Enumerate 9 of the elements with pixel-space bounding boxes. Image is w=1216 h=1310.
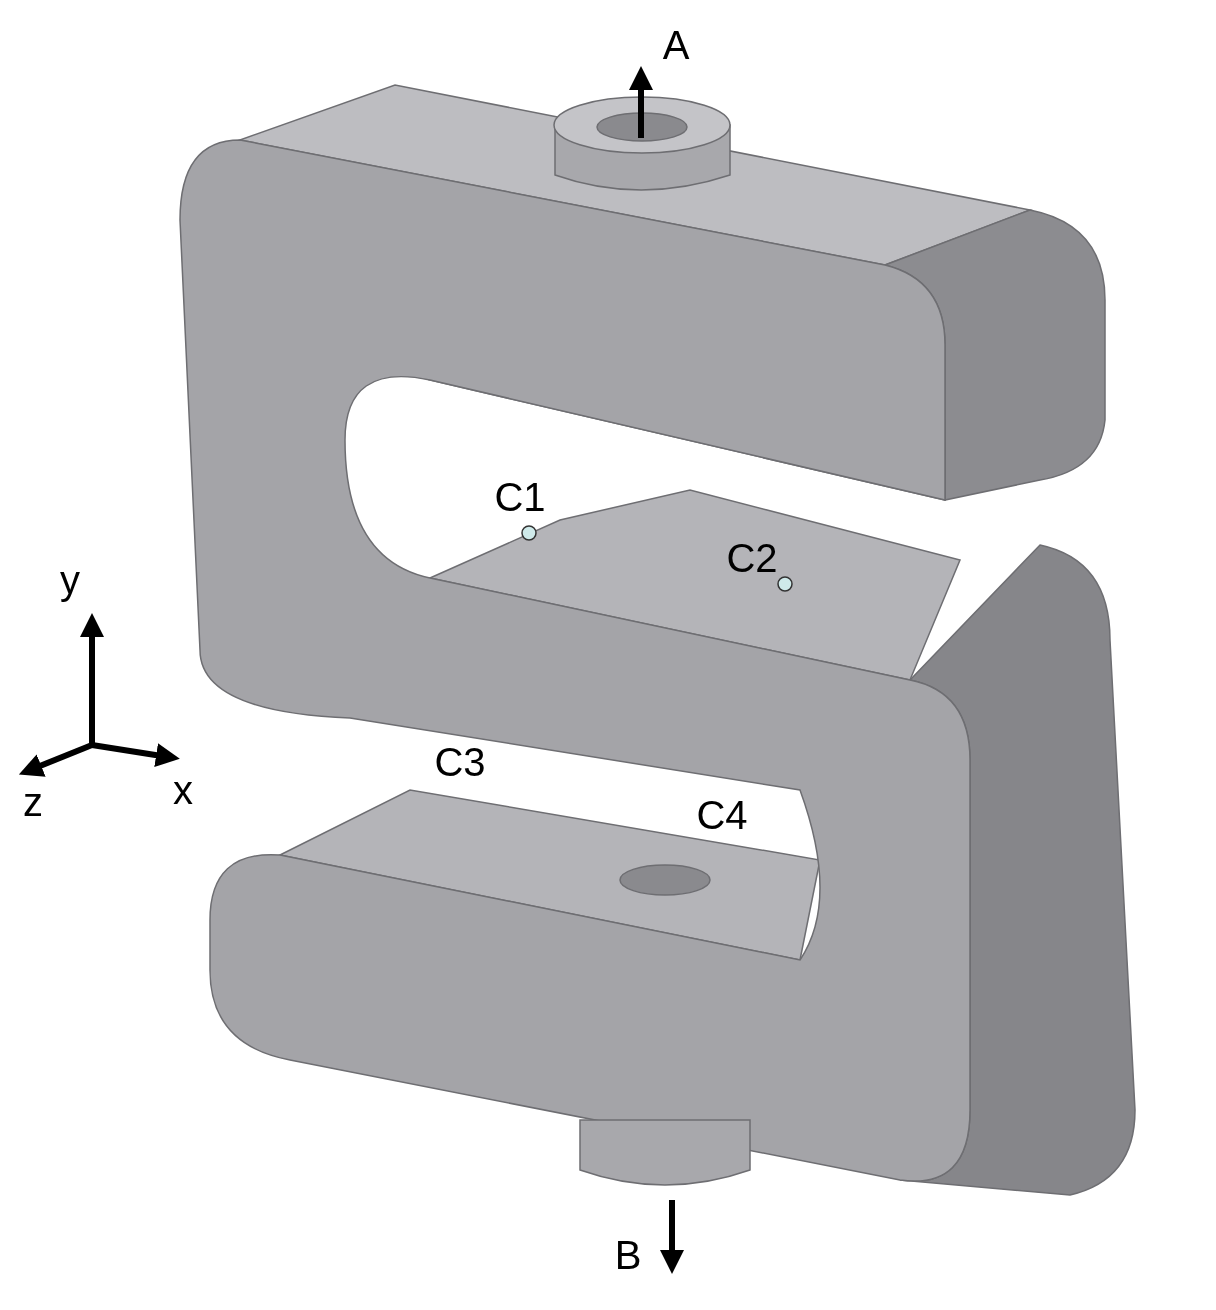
axis-label: y — [60, 560, 80, 600]
point-label: C3 — [434, 742, 486, 782]
point-label: C1 — [494, 477, 546, 517]
force-label: B — [614, 1235, 642, 1275]
point-label: C2 — [726, 538, 778, 578]
point-label: C4 — [696, 795, 748, 835]
force-label: A — [662, 25, 690, 65]
axis-label: x — [173, 770, 193, 810]
axis-label: z — [23, 782, 43, 822]
